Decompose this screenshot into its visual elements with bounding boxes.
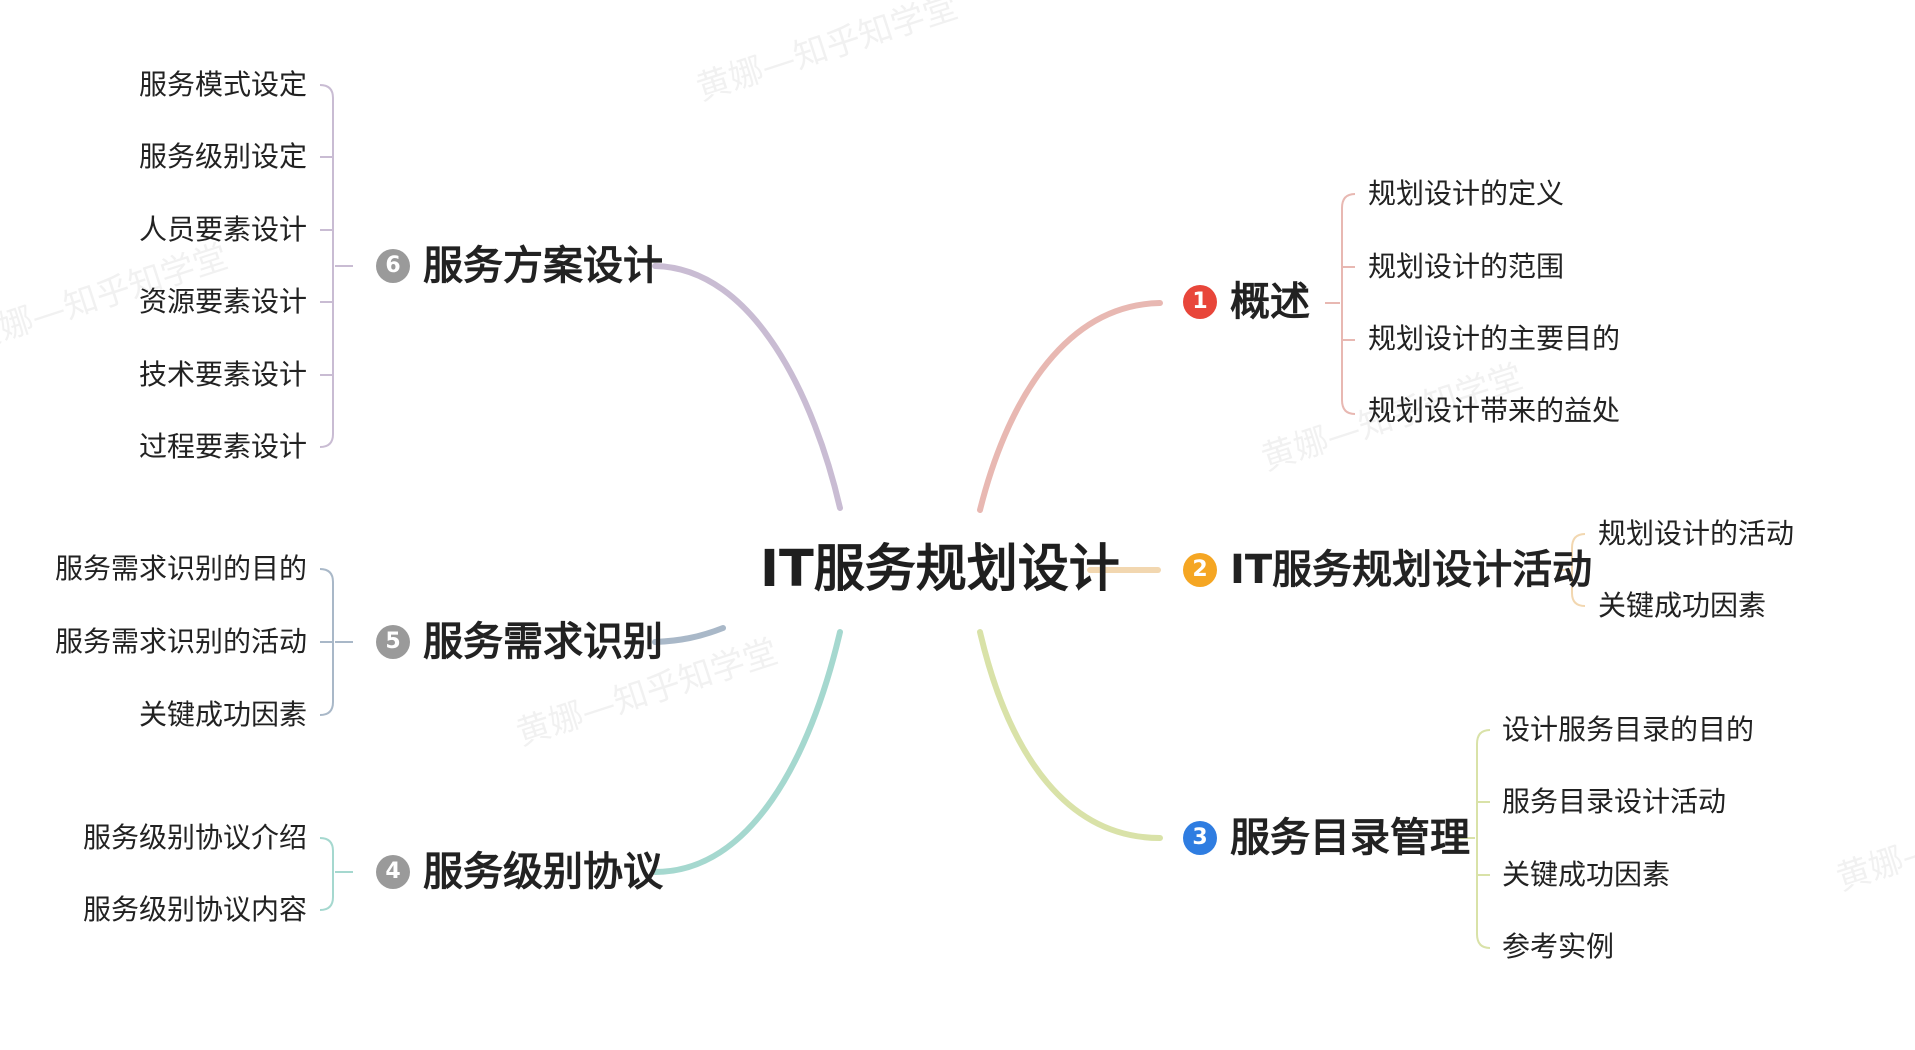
branch-4-leaf[interactable]: 服务级别协议介绍 bbox=[82, 821, 307, 854]
branch-3-leaf[interactable]: 关键成功因素 bbox=[1502, 858, 1671, 891]
branch-6-topic[interactable]: 服务方案设计 bbox=[423, 243, 663, 289]
badge-4-icon: 4 bbox=[376, 855, 410, 889]
connector-branch-5 bbox=[652, 625, 726, 645]
badge-5-icon: 5 bbox=[376, 625, 410, 659]
branch-6-leaf[interactable]: 服务级别设定 bbox=[138, 140, 307, 173]
branch-3-leaf[interactable]: 设计服务目录的目的 bbox=[1502, 713, 1755, 746]
connector-branch-1 bbox=[977, 300, 1163, 513]
branch-4-topic[interactable]: 服务级别协议 bbox=[423, 849, 663, 895]
bracket-branch-2 bbox=[1557, 533, 1586, 607]
connector-branch-4 bbox=[652, 629, 843, 875]
branch-3-leaf[interactable]: 参考实例 bbox=[1502, 930, 1615, 963]
central-topic[interactable]: IT服务规划设计 bbox=[760, 540, 1120, 599]
branch-1-topic[interactable]: 概述 bbox=[1230, 279, 1310, 325]
branch-5-topic[interactable]: 服务需求识别 bbox=[423, 619, 663, 665]
bracket-branch-5 bbox=[319, 568, 353, 716]
connector-branch-6 bbox=[652, 263, 843, 511]
branch-1-leaf[interactable]: 规划设计的范围 bbox=[1368, 250, 1565, 283]
badge-2-icon: 2 bbox=[1183, 553, 1217, 587]
badge-3-icon: 3 bbox=[1183, 821, 1217, 855]
bracket-branch-6 bbox=[319, 84, 353, 448]
branch-3-leaf[interactable]: 服务目录设计活动 bbox=[1502, 785, 1727, 818]
branch-5-leaf[interactable]: 服务需求识别的目的 bbox=[54, 552, 307, 585]
branch-4-leaf[interactable]: 服务级别协议内容 bbox=[82, 893, 307, 926]
branch-5-leaf[interactable]: 关键成功因素 bbox=[138, 698, 307, 731]
bracket-branch-3 bbox=[1458, 729, 1491, 949]
branch-6-leaf[interactable]: 资源要素设计 bbox=[138, 285, 307, 318]
branch-2-leaf[interactable]: 关键成功因素 bbox=[1598, 589, 1767, 622]
branch-5-leaf[interactable]: 服务需求识别的活动 bbox=[54, 625, 307, 658]
branch-2-leaf[interactable]: 规划设计的活动 bbox=[1598, 517, 1795, 550]
branch-2-topic[interactable]: IT服务规划设计活动 bbox=[1230, 547, 1593, 593]
branch-3-topic[interactable]: 服务目录管理 bbox=[1230, 815, 1470, 861]
bracket-branch-1 bbox=[1325, 193, 1356, 415]
connector-branch-3 bbox=[977, 629, 1163, 841]
badge-6-icon: 6 bbox=[376, 249, 410, 283]
branch-1-leaf[interactable]: 规划设计的定义 bbox=[1368, 177, 1565, 210]
branch-6-leaf[interactable]: 服务模式设定 bbox=[138, 68, 307, 101]
branch-1-leaf[interactable]: 规划设计带来的益处 bbox=[1368, 394, 1621, 427]
branch-6-leaf[interactable]: 过程要素设计 bbox=[138, 430, 307, 463]
branch-6-leaf[interactable]: 人员要素设计 bbox=[138, 213, 307, 246]
bracket-branch-4 bbox=[319, 837, 353, 911]
badge-1-icon: 1 bbox=[1183, 285, 1217, 319]
branch-1-leaf[interactable]: 规划设计的主要目的 bbox=[1368, 322, 1621, 355]
branch-6-leaf[interactable]: 技术要素设计 bbox=[138, 358, 307, 391]
